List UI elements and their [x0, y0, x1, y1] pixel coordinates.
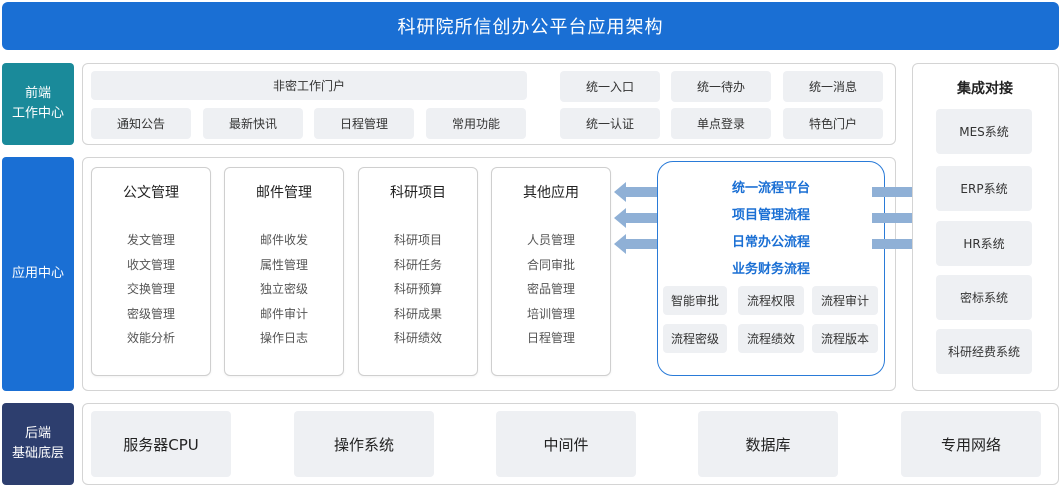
app-card-title: 邮件管理	[256, 185, 312, 201]
integration-system: MES系统	[936, 109, 1032, 154]
flow-feature: 流程权限	[738, 286, 804, 315]
app-card-item: 科研任务	[393, 257, 442, 272]
left-arrow-icon	[614, 182, 658, 202]
app-card: 其他应用 人员管理 合同审批 密品管理 培训管理 日程管理	[491, 167, 611, 376]
unified-cell: 统一认证	[560, 108, 660, 139]
flow-line: 日常办公流程	[731, 235, 810, 250]
app-card-item: 操作日志	[259, 331, 308, 345]
app-card-item: 科研绩效	[393, 331, 442, 345]
app-card-item: 属性管理	[259, 257, 308, 272]
layer-label-front: 前端 工作中心	[2, 63, 74, 145]
front-module: 日程管理	[314, 108, 414, 139]
layer-label-back: 后端 基础底层	[2, 403, 74, 485]
unified-cell: 特色门户	[783, 108, 883, 139]
app-card-item: 科研成果	[393, 306, 442, 321]
app-card-item: 独立密级	[259, 282, 308, 296]
app-card-item: 收文管理	[126, 257, 175, 272]
layer-label-front-text: 前端 工作中心	[11, 86, 64, 121]
flow-feature: 流程版本	[812, 324, 878, 353]
layer-label-app: 应用中心	[2, 157, 74, 391]
flow-feature: 智能审批	[663, 286, 727, 315]
unified-cell: 统一消息	[783, 71, 883, 102]
infra-item: 数据库	[698, 411, 838, 477]
flow-feature: 流程审计	[812, 286, 878, 315]
app-card-item: 效能分析	[126, 331, 175, 345]
app-card: 邮件管理 邮件收发 属性管理 独立密级 邮件审计 操作日志	[224, 167, 344, 376]
integration-title: 集成对接	[957, 81, 1013, 97]
portal-bar: 非密工作门户	[91, 71, 527, 100]
infra-item: 中间件	[496, 411, 636, 477]
app-card-item: 日程管理	[526, 331, 575, 345]
left-arrow-icon	[614, 208, 658, 228]
app-card-item: 密级管理	[126, 306, 175, 321]
infra-item: 操作系统	[294, 411, 434, 477]
page-title: 科研院所信创办公平台应用架构	[2, 2, 1059, 50]
infra-item: 服务器CPU	[91, 411, 231, 477]
integration-system: ERP系统	[936, 166, 1032, 211]
left-arrows	[614, 182, 658, 254]
app-card-item: 交换管理	[126, 282, 175, 296]
app-card-title: 公文管理	[123, 185, 179, 201]
flow-line: 项目管理流程	[731, 208, 810, 223]
app-card-title: 科研项目	[390, 185, 446, 201]
app-card-title: 其他应用	[523, 185, 579, 201]
front-module: 最新快讯	[203, 108, 303, 139]
app-card: 公文管理 发文管理 收文管理 交换管理 密级管理 效能分析	[91, 167, 211, 376]
integration-system: 科研经费系统	[936, 329, 1032, 374]
app-card-item: 科研预算	[393, 282, 442, 296]
integration-system: 密标系统	[936, 275, 1032, 320]
app-card-item: 人员管理	[526, 233, 575, 247]
app-card-item: 密品管理	[526, 282, 575, 296]
unified-cell: 单点登录	[671, 108, 771, 139]
app-card-item: 合同审批	[526, 257, 575, 272]
front-module: 通知公告	[91, 108, 191, 139]
front-module: 常用功能	[426, 108, 526, 139]
layer-label-back-text: 后端 基础底层	[11, 426, 64, 461]
flow-feature: 流程绩效	[738, 324, 804, 353]
flow-feature: 流程密级	[663, 324, 727, 353]
infra-item: 专用网络	[901, 411, 1041, 477]
app-card-item: 邮件收发	[259, 233, 308, 247]
app-card-item: 科研项目	[393, 233, 442, 247]
app-card-item: 邮件审计	[259, 306, 308, 321]
integration-system: HR系统	[936, 221, 1032, 266]
app-card-item: 发文管理	[126, 233, 175, 247]
layer-label-app-text: 应用中心	[11, 266, 64, 281]
left-arrow-icon	[614, 234, 658, 254]
unified-cell: 统一入口	[560, 71, 660, 102]
app-card-item: 培训管理	[526, 306, 575, 321]
unified-cell: 统一待办	[671, 71, 771, 102]
flow-line: 业务财务流程	[731, 262, 810, 277]
app-card: 科研项目 科研项目 科研任务 科研预算 科研成果 科研绩效	[358, 167, 478, 376]
flow-line: 统一流程平台	[731, 181, 810, 196]
